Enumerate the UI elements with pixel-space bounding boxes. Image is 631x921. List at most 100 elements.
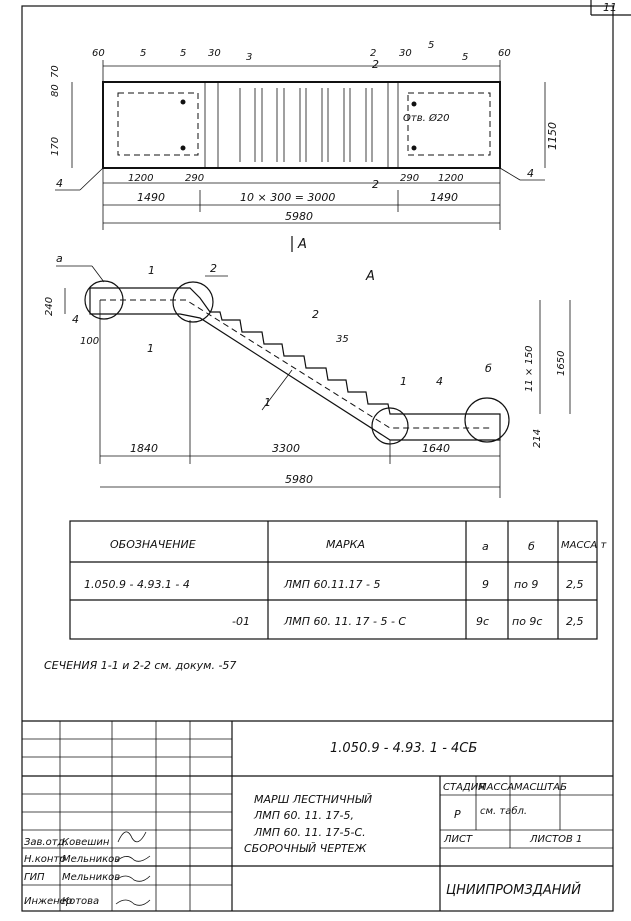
- signature: [115, 899, 151, 906]
- svg-text:60: 60: [498, 48, 511, 59]
- svg-text:290: 290: [185, 173, 204, 184]
- svg-text:МАССА: МАССА: [478, 782, 514, 793]
- svg-text:80: 80: [50, 84, 61, 97]
- svg-text:3: 3: [246, 52, 252, 63]
- svg-text:Н.контр: Н.контр: [24, 854, 66, 865]
- svg-text:5980: 5980: [285, 473, 313, 486]
- callout-2: [172, 281, 214, 323]
- sheet-number: 11: [603, 1, 617, 14]
- svg-text:2: 2: [372, 58, 379, 71]
- svg-text:170: 170: [50, 137, 61, 156]
- svg-text:см. табл.: см. табл.: [480, 805, 527, 817]
- svg-text:70: 70: [50, 65, 61, 78]
- svg-text:9с: 9с: [476, 615, 489, 628]
- svg-text:2: 2: [370, 48, 376, 59]
- svg-text:3300: 3300: [272, 442, 300, 455]
- svg-text:1490: 1490: [430, 191, 458, 204]
- svg-text:ЛИСТОВ 1: ЛИСТОВ 1: [529, 834, 582, 845]
- svg-text:ГИП: ГИП: [24, 872, 45, 883]
- svg-text:-01: -01: [232, 615, 250, 628]
- svg-text:11 × 150: 11 × 150: [524, 345, 535, 392]
- stair-profile: [89, 287, 501, 441]
- plan-view-label: А: [297, 237, 307, 252]
- svg-text:ЛИСТ: ЛИСТ: [443, 834, 473, 845]
- svg-text:30: 30: [399, 48, 412, 59]
- svg-text:СБОРОЧНЫЙ ЧЕРТЕЖ: СБОРОЧНЫЙ ЧЕРТЕЖ: [244, 842, 368, 855]
- svg-text:Котова: Котова: [62, 896, 99, 907]
- svg-text:2,5: 2,5: [566, 615, 584, 628]
- svg-text:1650: 1650: [556, 351, 567, 376]
- svg-text:б: б: [485, 362, 492, 375]
- svg-text:5: 5: [140, 48, 146, 59]
- svg-text:по 9с: по 9с: [512, 615, 542, 628]
- svg-text:5: 5: [428, 40, 434, 51]
- svg-text:1640: 1640: [422, 442, 450, 455]
- svg-text:МАРКА: МАРКА: [326, 538, 365, 551]
- svg-text:МАСШТАБ: МАСШТАБ: [514, 782, 567, 793]
- svg-text:10 × 300 = 3000: 10 × 300 = 3000: [240, 191, 335, 204]
- svg-text:Р: Р: [454, 808, 461, 821]
- svg-text:2,5: 2,5: [566, 578, 584, 591]
- svg-text:1840: 1840: [130, 442, 158, 455]
- svg-text:35: 35: [336, 334, 349, 345]
- sections-note: СЕЧЕНИЯ 1-1 и 2-2 см. докум. -57: [44, 659, 236, 672]
- svg-text:1200: 1200: [438, 173, 463, 184]
- svg-text:1490: 1490: [137, 191, 165, 204]
- plan-dim-top-0: 60: [92, 48, 105, 59]
- svg-text:Мельников: Мельников: [62, 854, 120, 865]
- svg-text:4: 4: [527, 167, 534, 180]
- svg-text:5980: 5980: [285, 210, 313, 223]
- svg-text:ЛМП 60. 11. 17-5,: ЛМП 60. 11. 17-5,: [253, 809, 354, 822]
- svg-text:СТАДИЯ: СТАДИЯ: [443, 782, 485, 793]
- svg-text:1.050.9 - 4.93.1 - 4: 1.050.9 - 4.93.1 - 4: [84, 578, 190, 591]
- svg-text:Зав.отд.: Зав.отд.: [24, 837, 68, 848]
- svg-text:1: 1: [147, 342, 154, 355]
- svg-text:ЛМП 60. 11. 17 - 5 - С: ЛМП 60. 11. 17 - 5 - С: [283, 615, 406, 628]
- svg-text:1200: 1200: [128, 173, 153, 184]
- svg-text:А: А: [365, 269, 375, 284]
- svg-text:4: 4: [72, 313, 79, 326]
- svg-text:2: 2: [312, 308, 319, 321]
- svg-text:Мельников: Мельников: [62, 872, 120, 883]
- doc-code: 1.050.9 - 4.93. 1 - 4СБ: [330, 741, 477, 756]
- svg-text:а: а: [482, 540, 489, 553]
- svg-text:ЛМП 60. 11. 17-5-С.: ЛМП 60. 11. 17-5-С.: [253, 826, 366, 839]
- signature: [115, 855, 151, 863]
- svg-text:9: 9: [482, 578, 489, 591]
- spec-header-designation: ОБОЗНАЧЕНИЕ: [110, 538, 196, 551]
- svg-text:5: 5: [180, 48, 186, 59]
- svg-text:МАССА т: МАССА т: [561, 540, 607, 551]
- callout-a: [84, 280, 124, 320]
- svg-text:б: б: [528, 540, 535, 553]
- signature: [115, 875, 151, 882]
- svg-text:30: 30: [208, 48, 221, 59]
- svg-text:ЛМП 60.11.17 - 5: ЛМП 60.11.17 - 5: [283, 578, 380, 591]
- svg-text:а: а: [56, 252, 63, 265]
- callout-b: [464, 397, 510, 443]
- svg-text:100: 100: [80, 336, 99, 347]
- hole-label: Отв. Ø20: [403, 112, 450, 124]
- title-block: 1.050.9 - 4.93. 1 - 4СБ МАРШ ЛЕСТНИЧНЫЙ …: [22, 720, 613, 911]
- signature: [117, 831, 147, 843]
- svg-text:МАРШ ЛЕСТНИЧНЫЙ: МАРШ ЛЕСТНИЧНЫЙ: [254, 793, 372, 806]
- svg-text:4: 4: [56, 177, 63, 190]
- svg-text:2: 2: [372, 178, 379, 191]
- svg-text:1150: 1150: [546, 122, 559, 150]
- section-view: А а 2 1 1 4 2 35 1 1 4 б 240 100 11 × 15…: [44, 252, 571, 498]
- svg-text:2: 2: [210, 262, 217, 275]
- svg-text:240: 240: [44, 297, 55, 316]
- svg-text:Ковешин: Ковешин: [62, 837, 110, 848]
- svg-text:по 9: по 9: [514, 578, 538, 591]
- svg-text:1: 1: [400, 375, 407, 388]
- svg-text:5: 5: [462, 52, 468, 63]
- svg-text:290: 290: [400, 173, 419, 184]
- organization: ЦНИИПРОМЗДАНИЙ: [446, 882, 581, 898]
- spec-table: ОБОЗНАЧЕНИЕ МАРКА а б МАССА т 1.050.9 - …: [69, 520, 607, 640]
- plan-view: Отв. Ø20 60 5 5 30 3 2 30 5 5 60 70 80 1…: [50, 40, 559, 252]
- plan-outline: [102, 81, 501, 169]
- svg-text:4: 4: [436, 375, 443, 388]
- svg-text:Инженер: Инженер: [24, 896, 72, 907]
- sheet-frame: [21, 5, 614, 912]
